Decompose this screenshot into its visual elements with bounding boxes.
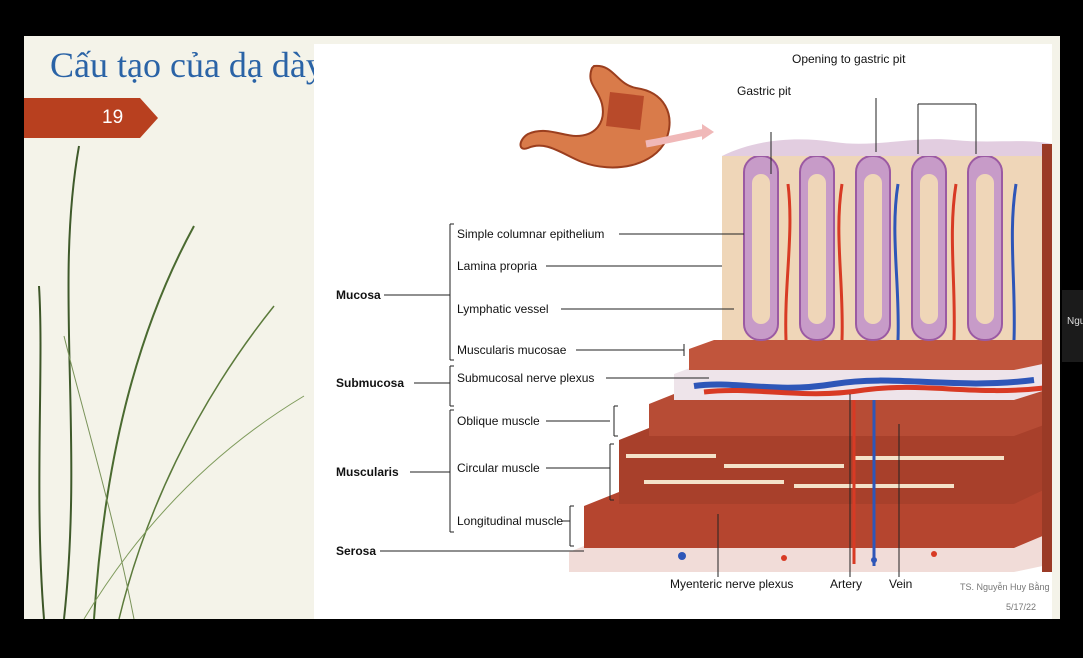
label-myenteric-nerve-plexus: Myenteric nerve plexus — [670, 577, 794, 591]
label-submucosa: Submucosa — [336, 376, 405, 390]
slide-decoration — [38, 145, 305, 619]
label-oblique-muscle: Oblique muscle — [457, 414, 540, 428]
label-mucosa: Mucosa — [336, 288, 381, 302]
stomach-wall-figure: Opening to gastric pit Gastric pit Simpl… — [314, 44, 1052, 619]
label-submucosal-nerve-plexus: Submucosal nerve plexus — [457, 371, 595, 385]
slide-title: Cấu tạo của dạ dày — [50, 45, 324, 85]
slide-date: 5/17/22 — [1006, 602, 1037, 612]
slide: Cấu tạo của dạ dày 19 — [24, 36, 1060, 619]
muscularis-mucosae-layer — [689, 340, 1052, 370]
label-circular-muscle: Circular muscle — [457, 461, 540, 475]
label-muscularis-mucosae: Muscularis mucosae — [457, 343, 567, 357]
label-vein: Vein — [889, 577, 913, 591]
label-artery: Artery — [830, 577, 863, 591]
stomach-icon — [519, 64, 714, 169]
label-opening-gastric-pit: Opening to gastric pit — [792, 52, 906, 66]
participant-name: Ngu — [1067, 316, 1083, 327]
leader-lines — [380, 98, 977, 577]
stomach-wall-illustration — [380, 64, 1052, 577]
label-lymphatic-vessel: Lymphatic vessel — [457, 302, 549, 316]
label-serosa: Serosa — [336, 544, 377, 558]
label-longitudinal-muscle: Longitudinal muscle — [457, 514, 564, 528]
slide-number-banner: 19 — [24, 98, 158, 138]
label-lamina-propria: Lamina propria — [457, 259, 538, 273]
label-muscularis: Muscularis — [336, 465, 399, 479]
figure-credit: TS. Nguyễn Huy Bằng — [960, 582, 1050, 592]
slide-number: 19 — [102, 107, 124, 128]
participant-side-tab[interactable]: Ngu — [1062, 290, 1083, 362]
label-simple-columnar-epithelium: Simple columnar epithelium — [457, 227, 605, 241]
label-gastric-pit: Gastric pit — [737, 84, 792, 98]
